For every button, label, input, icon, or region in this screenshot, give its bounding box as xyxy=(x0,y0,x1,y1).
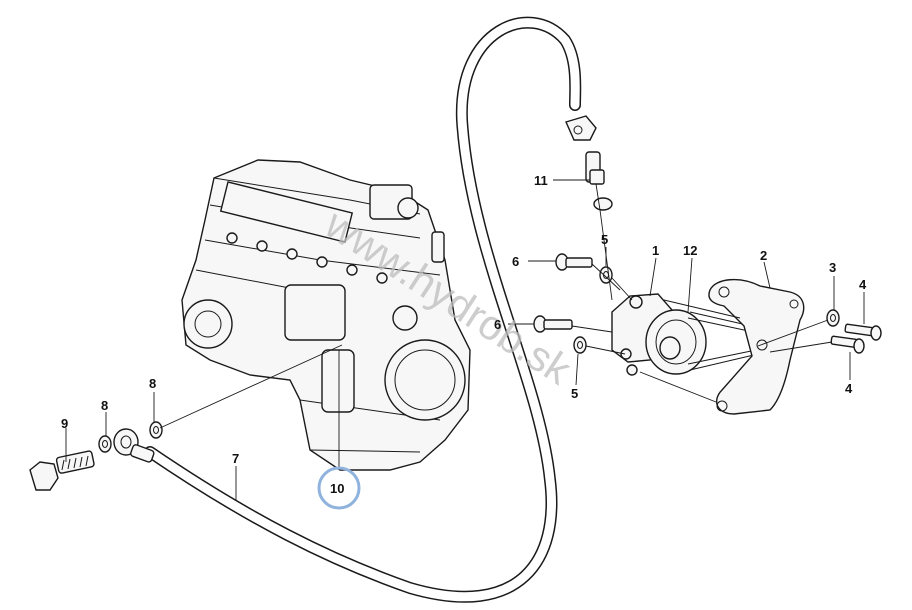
leader-lines xyxy=(65,179,865,500)
banjo-fitting xyxy=(113,428,155,463)
part-4-bolt-lower xyxy=(830,335,865,354)
label-5-lower[interactable]: 5 xyxy=(571,386,578,401)
label-4-lower[interactable]: 4 xyxy=(845,381,853,396)
part-8-washer-left xyxy=(98,435,112,453)
label-12[interactable]: 12 xyxy=(683,243,697,258)
label-2[interactable]: 2 xyxy=(760,248,767,263)
label-4-upper[interactable]: 4 xyxy=(859,277,867,292)
label-8-right[interactable]: 8 xyxy=(149,376,156,391)
label-11[interactable]: 11 xyxy=(534,173,548,188)
part-3-washer xyxy=(826,309,840,327)
label-3[interactable]: 3 xyxy=(829,260,836,275)
highlight-circle xyxy=(317,466,361,510)
engine-block xyxy=(181,159,471,471)
part-6-bolt-upper xyxy=(555,253,593,271)
part-5-washer-lower xyxy=(573,336,587,354)
label-6-upper[interactable]: 6 xyxy=(512,254,519,269)
part-8-washer-right xyxy=(149,421,163,439)
label-10[interactable]: 10 xyxy=(330,481,344,496)
label-8-left[interactable]: 8 xyxy=(101,398,108,413)
hose-long xyxy=(144,16,582,603)
part-9-banjo-bolt xyxy=(29,450,95,491)
part-2-bracket xyxy=(708,279,805,415)
hose-clamp xyxy=(565,115,597,141)
label-5-upper[interactable]: 5 xyxy=(601,232,608,247)
part-labels: 11 6 5 1 12 2 3 4 6 5 4 8 8 9 7 10 xyxy=(61,173,867,496)
part-4-bolt-upper xyxy=(844,323,882,341)
label-7[interactable]: 7 xyxy=(232,451,239,466)
part-11-nipple xyxy=(585,151,613,211)
part-1-pump xyxy=(611,293,707,376)
label-1[interactable]: 1 xyxy=(652,243,659,258)
label-9[interactable]: 9 xyxy=(61,416,68,431)
label-6-lower[interactable]: 6 xyxy=(494,317,501,332)
